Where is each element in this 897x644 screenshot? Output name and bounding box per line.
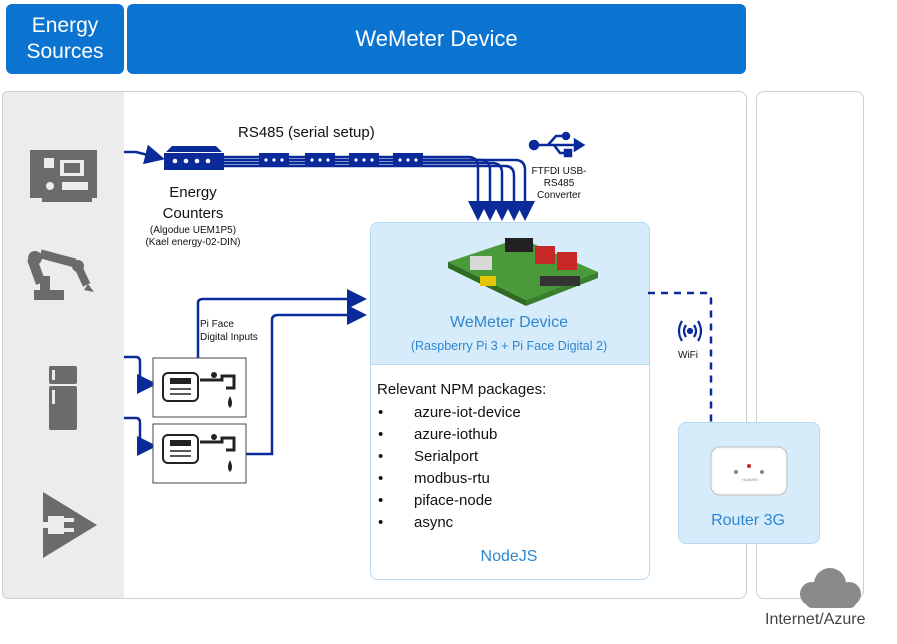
router-brand-logo: HUAWEI bbox=[742, 477, 758, 482]
energy-counters-line2: Counters bbox=[162, 205, 224, 222]
usb-converter-line2: RS485 bbox=[543, 178, 575, 189]
package-name: modbus-rtu bbox=[414, 470, 490, 487]
npm-packages-title: Relevant NPM packages: bbox=[377, 381, 547, 398]
package-name: azure-iothub bbox=[414, 426, 498, 443]
cloud-icon bbox=[800, 568, 861, 608]
energy-counters-title: Energy Counters bbox=[140, 182, 246, 224]
robot-arm-icon bbox=[27, 249, 94, 300]
bullet: • bbox=[378, 426, 384, 443]
package-name: azure-iot-device bbox=[414, 404, 521, 421]
chained-counter-icons bbox=[259, 153, 423, 166]
package-name: piface-node bbox=[414, 492, 493, 509]
list-item: • azure-iothub bbox=[378, 424, 521, 446]
wifi-icon bbox=[677, 320, 703, 342]
energy-counter-model-1: (Algodue UEM1P5) bbox=[149, 225, 237, 236]
router-label: Router 3G bbox=[711, 512, 785, 529]
rs485-bus-label: RS485 (serial setup) bbox=[238, 124, 375, 141]
nodejs-label: NodeJS bbox=[480, 548, 538, 565]
list-item: • azure-iot-device bbox=[378, 402, 521, 424]
wifi-link-line bbox=[648, 291, 713, 422]
npm-packages-list: • azure-iot-device • azure-iothub • Serialp… bbox=[378, 402, 521, 534]
bullet: • bbox=[378, 514, 384, 531]
package-name: Serialport bbox=[414, 448, 479, 465]
energy-counters-line1: Energy bbox=[169, 184, 217, 201]
usb-icon bbox=[528, 131, 586, 158]
rs485-bus-lines bbox=[124, 144, 535, 221]
electric-plug-icon bbox=[40, 492, 97, 558]
internet-azure-label: Internet/Azure bbox=[765, 611, 866, 628]
list-item: • async bbox=[378, 512, 521, 534]
piface-inputs-label: Pi Face Digital Inputs bbox=[200, 318, 258, 344]
bullet: • bbox=[378, 470, 384, 487]
nodejs-box bbox=[370, 364, 650, 580]
wemeter-device-header: WeMeter Device bbox=[127, 4, 746, 74]
piface-inputs-line2: Digital Inputs bbox=[200, 332, 258, 343]
energy-counters-models: (Algodue UEM1P5) (Kael energy-02-DIN) bbox=[130, 225, 256, 249]
usb-converter-label: FTFDI USB- RS485 Converter bbox=[520, 166, 598, 202]
digital-input-lines bbox=[124, 289, 367, 456]
bullet: • bbox=[378, 448, 384, 465]
usb-converter-line3: Converter bbox=[537, 190, 581, 201]
raspberry-pi-board-image bbox=[448, 238, 598, 306]
device-subtitle: (Raspberry Pi 3 + Pi Face Digital 2) bbox=[410, 339, 608, 353]
bullet: • bbox=[378, 492, 384, 509]
water-meter-icon-2 bbox=[152, 423, 247, 484]
list-item: • modbus-rtu bbox=[378, 468, 521, 490]
water-meter-icon-1 bbox=[152, 357, 247, 418]
bullet: • bbox=[378, 404, 384, 421]
energy-sources-header: Energy Sources bbox=[6, 4, 124, 74]
wifi-label: WiFi bbox=[678, 350, 698, 361]
energy-counter-icon bbox=[164, 146, 224, 170]
usb-converter-line1: FTFDI USB- bbox=[531, 166, 587, 177]
circuit-board-icon bbox=[30, 150, 97, 202]
list-item: • Serialport bbox=[378, 446, 521, 468]
package-name: async bbox=[414, 514, 454, 531]
device-title: WeMeter Device bbox=[450, 314, 568, 331]
energy-counter-model-2: (Kael energy-02-DIN) bbox=[145, 237, 241, 248]
refrigerator-icon bbox=[49, 366, 77, 430]
piface-inputs-line1: Pi Face bbox=[200, 319, 234, 330]
router-device-image bbox=[710, 446, 788, 496]
list-item: • piface-node bbox=[378, 490, 521, 512]
